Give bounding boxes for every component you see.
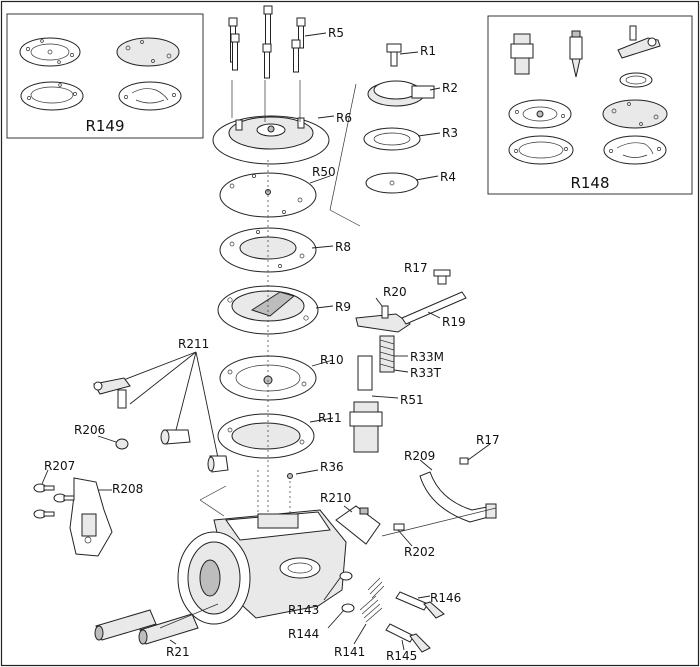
- plug-r206: [97, 435, 129, 450]
- label-r143: R143: [288, 603, 319, 617]
- clamp-r209: [419, 459, 497, 523]
- lever-r20: [355, 297, 411, 333]
- label-r1: R1: [420, 44, 436, 58]
- gasket-r11: [217, 413, 334, 459]
- needle-r146: [395, 591, 445, 619]
- label-r33t: R33T: [410, 366, 442, 380]
- label-r202: R202: [404, 545, 435, 559]
- screw-r1: [386, 43, 419, 67]
- cover-r6: [212, 80, 335, 165]
- spring-upper: [367, 577, 385, 599]
- kit-box-r148: R148: [487, 15, 693, 195]
- label-r210: R210: [320, 491, 351, 505]
- tubes-r21: [94, 603, 219, 645]
- label-r5: R5: [328, 26, 344, 40]
- valve-r51: [349, 355, 399, 453]
- screws-r5: [228, 5, 327, 79]
- label-r50: R50: [312, 165, 336, 179]
- kit-title-r148: R148: [570, 174, 609, 192]
- label-r20: R20: [383, 285, 407, 299]
- screw-r202: [393, 523, 413, 547]
- label-r6: R6: [336, 111, 352, 125]
- kit-box-r149: R149: [6, 13, 204, 139]
- label-r145: R145: [386, 649, 417, 663]
- screw-r17-top: [433, 269, 451, 285]
- label-r8: R8: [335, 240, 351, 254]
- bracket-r208: [69, 477, 113, 557]
- cover-plate-r210: [335, 505, 381, 545]
- label-r211: R211: [178, 337, 209, 351]
- label-r141: R141: [334, 645, 365, 659]
- washer-r144: [327, 603, 355, 629]
- label-r51: R51: [400, 393, 424, 407]
- label-r144: R144: [288, 627, 319, 641]
- washer-r4: [365, 172, 439, 194]
- label-r208: R208: [112, 482, 143, 496]
- label-r146: R146: [430, 591, 461, 605]
- washer-r143: [323, 571, 353, 601]
- callout-labels: R1 R2 R3 R4 R5 R6 R50 R8 R9 R10 R11 R17 …: [44, 26, 500, 663]
- screws-r207: [33, 469, 75, 519]
- gasket-r3: [363, 127, 441, 151]
- label-r206: R206: [74, 423, 105, 437]
- label-r17-right: R17: [476, 433, 500, 447]
- cap-r2: [367, 80, 441, 107]
- label-r36: R36: [320, 460, 344, 474]
- label-r10: R10: [320, 353, 344, 367]
- fitting-group-r211: [93, 351, 229, 473]
- label-r207: R207: [44, 459, 75, 473]
- label-r4: R4: [440, 170, 456, 184]
- label-r21: R21: [166, 645, 190, 659]
- label-r2: R2: [442, 81, 458, 95]
- kit-title-r149: R149: [85, 117, 124, 135]
- label-r3: R3: [442, 126, 458, 140]
- carburetor-body: [177, 469, 347, 625]
- label-r9: R9: [335, 300, 351, 314]
- label-r17-top: R17: [404, 261, 428, 275]
- label-r209: R209: [404, 449, 435, 463]
- pin-r19: [401, 291, 467, 325]
- needle-r145: [385, 623, 431, 653]
- label-r11: R11: [318, 411, 342, 425]
- screw-r17-right: [459, 443, 491, 465]
- label-r19: R19: [442, 315, 466, 329]
- spring-r141: [353, 595, 383, 645]
- spring-r33: [379, 335, 409, 373]
- label-r33m: R33M: [410, 350, 444, 364]
